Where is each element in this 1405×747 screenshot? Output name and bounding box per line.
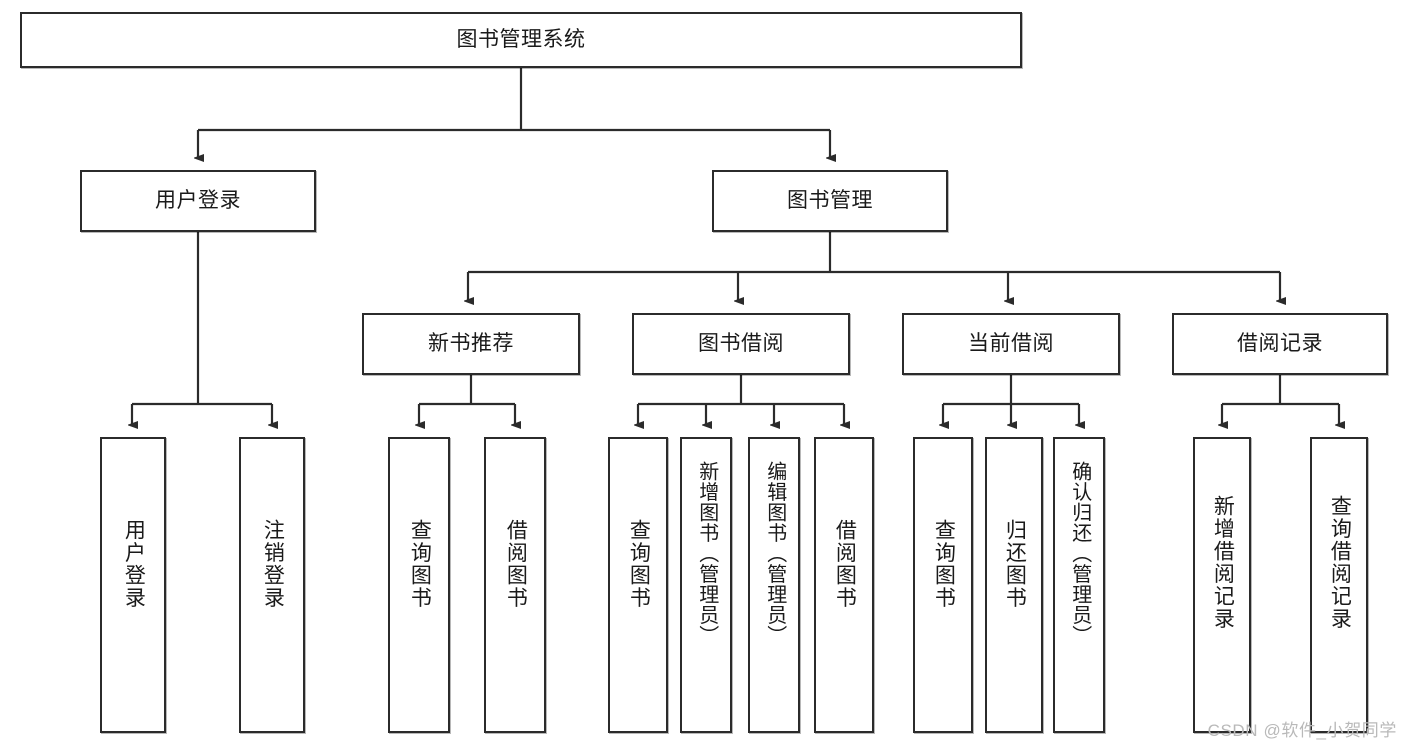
node-book-borrow[interactable]: 图书借阅: [632, 313, 850, 375]
leaf-logout-label: 注销登录: [261, 519, 285, 609]
leaf-borrow-book-recommend-label: 借阅图书: [504, 519, 528, 609]
leaf-return-book-label: 归还图书: [1003, 519, 1027, 609]
node-new-book-recommend-label: 新书推荐: [428, 332, 514, 356]
leaf-add-borrow-record-label: 新增借阅记录: [1211, 495, 1235, 630]
leaf-user-login[interactable]: 用户登录: [100, 437, 166, 733]
node-current-borrow[interactable]: 当前借阅: [902, 313, 1120, 375]
node-user-login-label: 用户登录: [155, 189, 241, 213]
leaf-add-borrow-record[interactable]: 新增借阅记录: [1193, 437, 1251, 733]
leaf-add-book-admin-label: 新增图书（管理员）: [695, 461, 718, 646]
leaf-confirm-return-admin[interactable]: 确认归还（管理员）: [1053, 437, 1105, 733]
leaf-borrow-book-recommend[interactable]: 借阅图书: [484, 437, 546, 733]
leaf-user-login-label: 用户登录: [122, 519, 146, 609]
leaf-query-book-recommend-label: 查询图书: [408, 519, 432, 609]
leaf-add-book-admin[interactable]: 新增图书（管理员）: [680, 437, 732, 733]
node-book-borrow-label: 图书借阅: [698, 332, 784, 356]
node-user-login[interactable]: 用户登录: [80, 170, 316, 232]
leaf-query-borrow-record-label: 查询借阅记录: [1328, 495, 1352, 630]
leaf-logout[interactable]: 注销登录: [239, 437, 305, 733]
leaf-query-book-current[interactable]: 查询图书: [913, 437, 973, 733]
node-root-label: 图书管理系统: [456, 28, 586, 52]
leaf-query-book-current-label: 查询图书: [932, 519, 956, 609]
leaf-query-book-borrow[interactable]: 查询图书: [608, 437, 668, 733]
leaf-borrow-book[interactable]: 借阅图书: [814, 437, 874, 733]
node-book-management-label: 图书管理: [787, 189, 873, 213]
leaf-return-book[interactable]: 归还图书: [985, 437, 1043, 733]
leaf-query-book-recommend[interactable]: 查询图书: [388, 437, 450, 733]
node-current-borrow-label: 当前借阅: [968, 332, 1054, 356]
leaf-edit-book-admin[interactable]: 编辑图书（管理员）: [748, 437, 800, 733]
node-new-book-recommend[interactable]: 新书推荐: [362, 313, 580, 375]
leaf-query-book-borrow-label: 查询图书: [627, 519, 651, 609]
node-root[interactable]: 图书管理系统: [20, 12, 1022, 68]
leaf-query-borrow-record[interactable]: 查询借阅记录: [1310, 437, 1368, 733]
watermark: CSDN @软件_小贺同学: [1207, 721, 1397, 740]
node-book-management[interactable]: 图书管理: [712, 170, 948, 232]
node-borrow-record-label: 借阅记录: [1237, 332, 1323, 356]
leaf-edit-book-admin-label: 编辑图书（管理员）: [763, 461, 786, 646]
leaf-confirm-return-admin-label: 确认归还（管理员）: [1068, 461, 1091, 646]
node-borrow-record[interactable]: 借阅记录: [1172, 313, 1388, 375]
leaf-borrow-book-label: 借阅图书: [833, 519, 857, 609]
